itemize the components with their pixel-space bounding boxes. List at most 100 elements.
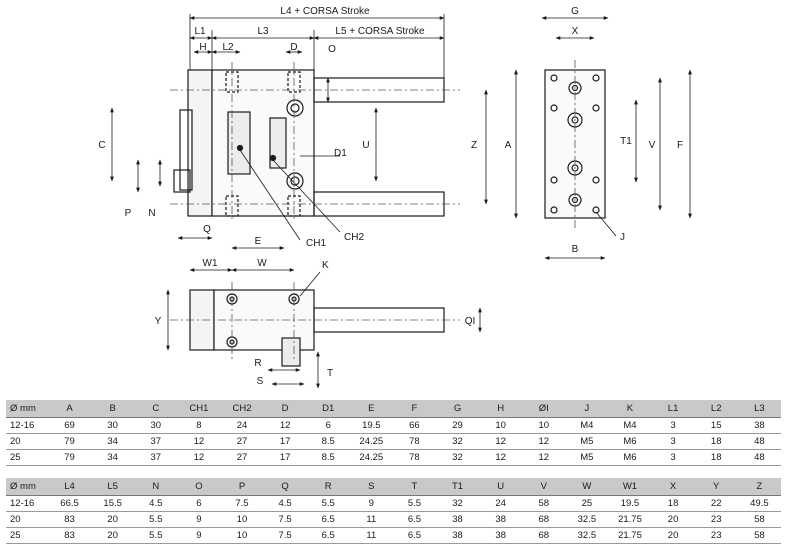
table1-cell: 34 xyxy=(91,433,135,450)
table1-cell: 30 xyxy=(91,417,135,434)
label-d1: D1 xyxy=(334,148,347,159)
table2-cell: 10 xyxy=(220,511,264,528)
table1-cell: 37 xyxy=(134,433,178,450)
table1-cell: M4 xyxy=(565,417,609,434)
table1-cell: 79 xyxy=(48,433,92,450)
table1-cell: M6 xyxy=(608,449,652,466)
table2-header-cell: T1 xyxy=(435,478,480,496)
label-t: T xyxy=(327,368,333,379)
table2-cell: 9 xyxy=(177,527,221,544)
table1-cell: 3 xyxy=(651,417,695,434)
table2-header-cell: V xyxy=(522,478,566,496)
table2-cell: 58 xyxy=(522,495,566,512)
label-z: Z xyxy=(471,140,477,151)
table1-header-cell: CH2 xyxy=(220,400,264,418)
table2-cell: 38 xyxy=(435,527,480,544)
table1-header-cell: L2 xyxy=(694,400,738,418)
label-l1: L1 xyxy=(194,26,206,37)
label-g: G xyxy=(571,6,579,17)
table1-cell: 17 xyxy=(263,449,307,466)
front-view-centerlines xyxy=(170,62,460,222)
table1-header-cell: D1 xyxy=(306,400,350,418)
label-d: D xyxy=(290,42,297,53)
table2-header-cell: Ø mm xyxy=(6,478,48,496)
table2-cell: 15.5 xyxy=(91,495,135,512)
table1-cell: 27 xyxy=(220,449,264,466)
label-n: N xyxy=(148,208,155,219)
label-x: X xyxy=(572,26,579,37)
table1-cell: 48 xyxy=(737,433,781,450)
table2-cell: 19.5 xyxy=(608,495,652,512)
table1-cell: 10 xyxy=(522,417,566,434)
table1-cell: 66 xyxy=(392,417,436,434)
table2-cell: 23 xyxy=(694,527,738,544)
technical-drawing: L4 + CORSA Stroke L5 + CORSA Stroke L1 L… xyxy=(98,6,692,389)
table2-cell: 6.5 xyxy=(306,511,350,528)
table1-cell: 12 xyxy=(479,433,523,450)
table2-cell: 21.75 xyxy=(608,511,652,528)
table1-cell: 24.25 xyxy=(349,433,393,450)
label-j: J xyxy=(620,232,625,243)
table1-cell: 3 xyxy=(651,433,695,450)
table2-cell: 20 xyxy=(651,527,695,544)
table1-cell: 20 xyxy=(6,433,48,450)
label-qi: QI xyxy=(465,316,476,327)
table2-cell: 4.5 xyxy=(263,495,307,512)
table1-header-cell: J xyxy=(565,400,609,418)
table1-header-cell: A xyxy=(48,400,92,418)
front-view-dimensions xyxy=(110,14,488,250)
table1-header-cell: F xyxy=(392,400,436,418)
table2-cell: 20 xyxy=(91,511,135,528)
table1-cell: 3 xyxy=(651,449,695,466)
table1-cell: M6 xyxy=(608,433,652,450)
label-r: R xyxy=(254,358,261,369)
top-view-centerlines xyxy=(170,282,460,360)
table2-cell: 5.5 xyxy=(134,511,178,528)
table1-header-cell: G xyxy=(435,400,480,418)
table1-cell: 24.25 xyxy=(349,449,393,466)
table2-cell: 22 xyxy=(694,495,738,512)
table2-cell: 20 xyxy=(6,511,48,528)
front-view xyxy=(173,69,445,217)
table1-cell: 32 xyxy=(435,449,480,466)
label-w1: W1 xyxy=(203,258,218,269)
table2-cell: 25 xyxy=(6,527,48,544)
table2-cell: 4.5 xyxy=(134,495,178,512)
table1-cell: 12-16 xyxy=(6,417,48,434)
table1-cell: 69 xyxy=(48,417,92,434)
table1-cell: M4 xyxy=(608,417,652,434)
table2-header-cell: W xyxy=(565,478,609,496)
table2-cell: 7.5 xyxy=(263,527,307,544)
table2-cell: 58 xyxy=(737,511,781,528)
table1-cell: 25 xyxy=(6,449,48,466)
table1-cell: 12 xyxy=(177,449,221,466)
label-a: A xyxy=(505,140,512,151)
top-view-dimensions xyxy=(166,268,482,389)
table1-cell: 15 xyxy=(694,417,738,434)
table2-header-cell: U xyxy=(479,478,523,496)
table1-cell: 12 xyxy=(177,433,221,450)
label-u: U xyxy=(362,140,369,151)
table1-cell: 10 xyxy=(479,417,523,434)
table2-header-cell: W1 xyxy=(608,478,652,496)
table2-cell: 20 xyxy=(91,527,135,544)
table2-cell: 24 xyxy=(479,495,523,512)
table2-header-cell: O xyxy=(177,478,221,496)
table2-cell: 58 xyxy=(737,527,781,544)
table1-cell: 29 xyxy=(435,417,480,434)
table2-header-cell: N xyxy=(134,478,178,496)
table2-header-cell: R xyxy=(306,478,350,496)
table2-cell: 68 xyxy=(522,527,566,544)
table1-cell: 12 xyxy=(522,433,566,450)
table1-cell: 48 xyxy=(737,449,781,466)
table2-cell: 6 xyxy=(177,495,221,512)
table2-header-cell: Z xyxy=(737,478,781,496)
table2-cell: 18 xyxy=(651,495,695,512)
table1-cell: 30 xyxy=(134,417,178,434)
label-v: V xyxy=(649,140,656,151)
table1-cell: 18 xyxy=(694,449,738,466)
